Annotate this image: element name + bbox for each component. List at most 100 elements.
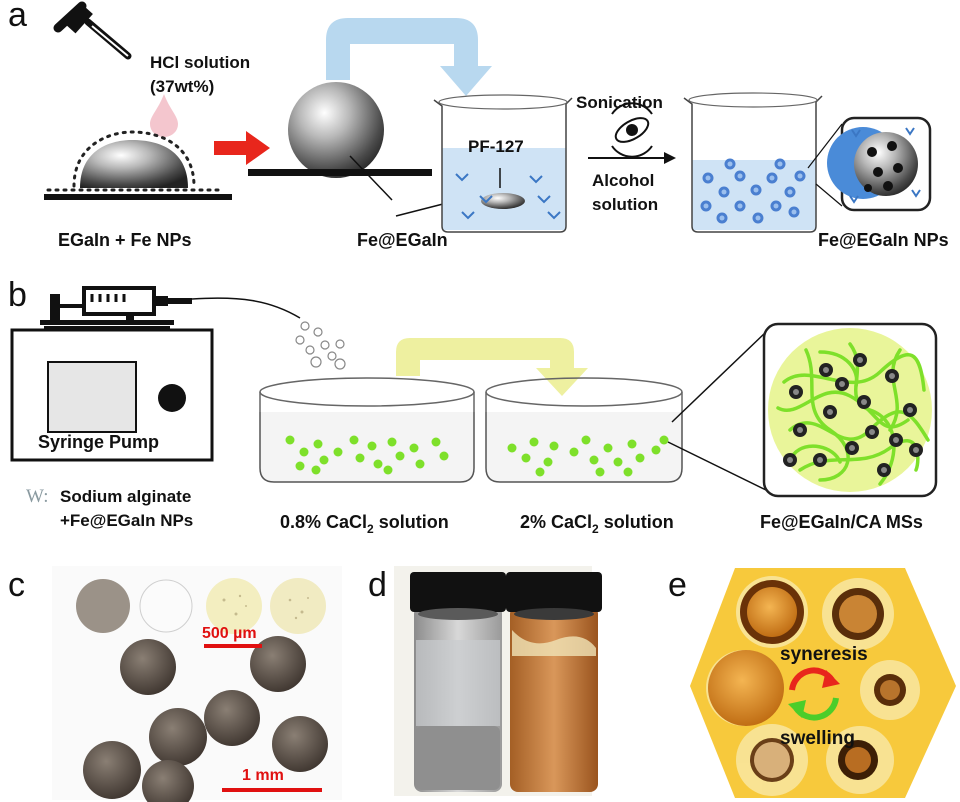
green-bead — [627, 439, 637, 449]
ms-np-core — [913, 447, 919, 453]
scale-bar-1mm — [222, 788, 322, 792]
blue-np-core — [703, 203, 709, 209]
hexagon-mold — [690, 568, 956, 798]
green-bead — [635, 453, 645, 463]
green-bead — [603, 443, 613, 453]
green-bead — [543, 457, 553, 467]
panel-c-letter: c — [8, 566, 25, 604]
panel-b-letter: b — [8, 276, 27, 314]
green-bead — [349, 435, 359, 445]
hcl-label-line1: HCl solution — [150, 53, 250, 72]
red-arrow-icon — [214, 131, 270, 165]
blue-np-core — [769, 175, 775, 181]
ms-np-core — [857, 357, 863, 363]
panel-e-letter: e — [668, 566, 687, 604]
green-bead — [659, 435, 669, 445]
label-w-line2: +Fe@EGaIn NPs — [60, 511, 193, 530]
green-bead — [373, 459, 383, 469]
scale-bar-500um — [204, 644, 262, 648]
green-bead — [387, 437, 397, 447]
blue-np-core — [791, 209, 797, 215]
blue-np-core — [721, 189, 727, 195]
label-w-line1: Sodium alginate — [60, 487, 191, 506]
green-bead — [549, 441, 559, 451]
blue-np-core — [705, 175, 711, 181]
green-bead — [395, 451, 405, 461]
ms-np-core — [817, 457, 823, 463]
label-alcohol-line1: Alcohol — [592, 171, 654, 190]
label-egain-fe: EGaIn + Fe NPs — [58, 230, 192, 250]
green-bead — [507, 443, 517, 453]
photo-vials — [394, 566, 602, 796]
ms-np-core — [861, 399, 867, 405]
label-syringe-pump: Syringe Pump — [38, 432, 159, 452]
sonication-icon — [611, 102, 653, 158]
ms-np-core — [849, 445, 855, 451]
scale-label-500um: 500 µm — [202, 625, 257, 642]
green-bead — [367, 441, 377, 451]
panel-d-letter: d — [368, 566, 387, 604]
hcl-label-line2: (37wt%) — [150, 77, 214, 96]
blue-np-core — [777, 161, 783, 167]
label-sonication: Sonication — [576, 93, 663, 112]
green-bead — [521, 453, 531, 463]
hcl-drop-icon — [150, 94, 178, 137]
yellow-arrow-icon — [396, 338, 588, 396]
label-cacl2-08: 0.8% CaCl2 solution — [280, 512, 449, 536]
green-bead — [299, 447, 309, 457]
ms-np-core — [881, 467, 887, 473]
dish-2-cacl2 — [485, 377, 683, 483]
green-bead — [535, 467, 545, 477]
green-bead — [589, 455, 599, 465]
blue-np-core — [719, 215, 725, 221]
fe-egain-sphere — [288, 82, 384, 178]
ms-np-core — [907, 407, 913, 413]
green-bead — [285, 435, 295, 445]
blue-np-core — [787, 189, 793, 195]
green-bead — [313, 439, 323, 449]
label-pf127: PF-127 — [468, 137, 524, 156]
green-bead — [431, 437, 441, 447]
blue-arrow-icon — [326, 18, 492, 96]
substrate — [248, 169, 432, 176]
green-bead — [623, 467, 633, 477]
blue-np-core — [737, 173, 743, 179]
green-bead — [311, 465, 321, 475]
blue-np-core — [755, 215, 761, 221]
green-bead — [439, 451, 449, 461]
blue-np-core — [797, 173, 803, 179]
beaker-pf127 — [433, 94, 573, 233]
cycle-arrows-icon — [788, 667, 840, 721]
ms-np-core — [893, 437, 899, 443]
ms-np-core — [797, 427, 803, 433]
blue-particles — [700, 158, 806, 224]
pf127-molecules — [455, 173, 561, 220]
green-dots-dish1 — [285, 435, 449, 475]
scale-label-1mm: 1 mm — [242, 767, 284, 784]
ms-np-core — [839, 381, 845, 387]
dropper-icon — [53, 1, 132, 60]
green-bead — [409, 443, 419, 453]
green-bead — [383, 465, 393, 475]
ms-np-core — [787, 457, 793, 463]
blue-np-core — [737, 203, 743, 209]
green-bead — [581, 435, 591, 445]
green-bead — [569, 447, 579, 457]
label-fe-egain: Fe@EGaIn — [357, 230, 448, 250]
label-fe-egain-ca-ms: Fe@EGaIn/CA MSs — [760, 512, 923, 532]
panel-a-letter: a — [8, 0, 27, 34]
syringe-icon — [50, 286, 192, 322]
green-bead — [595, 467, 605, 477]
label-alcohol-line2: solution — [592, 195, 658, 214]
dish-08-cacl2 — [259, 377, 475, 483]
ms-np-core — [869, 429, 875, 435]
droplets — [295, 321, 346, 370]
ms-nanoparticles — [783, 353, 923, 477]
green-bead — [415, 459, 425, 469]
blue-np-core — [727, 161, 733, 167]
label-syneresis: syneresis — [780, 644, 868, 665]
green-bead — [529, 437, 539, 447]
green-dots-dish2 — [507, 435, 669, 477]
green-bead — [333, 447, 343, 457]
